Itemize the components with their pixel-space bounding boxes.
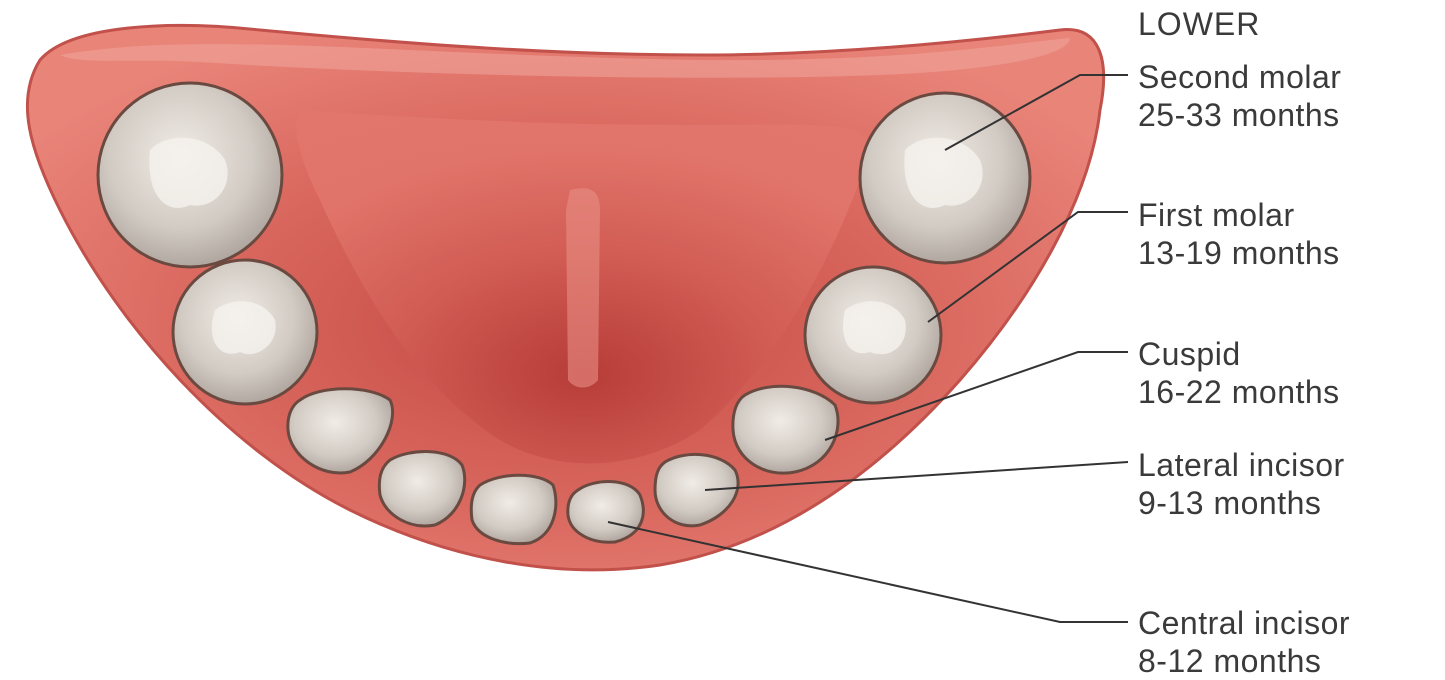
label-first-molar-name: First molar <box>1138 196 1340 234</box>
label-lateral-incisor-age: 9-13 months <box>1138 484 1345 522</box>
tooth-left-second-molar <box>98 83 282 267</box>
frenulum <box>566 188 600 387</box>
label-cuspid: Cuspid 16-22 months <box>1138 335 1340 411</box>
label-lateral-incisor: Lateral incisor 9-13 months <box>1138 446 1345 522</box>
label-lateral-incisor-name: Lateral incisor <box>1138 446 1345 484</box>
label-central-incisor-name: Central incisor <box>1138 604 1350 642</box>
tooth-left-central-incisor <box>471 475 556 543</box>
tooth-right-central-incisor <box>568 482 643 543</box>
tooth-right-second-molar <box>860 93 1030 263</box>
label-central-incisor: Central incisor 8-12 months <box>1138 604 1350 680</box>
tooth-left-lateral-incisor <box>379 452 464 526</box>
label-cuspid-name: Cuspid <box>1138 335 1340 373</box>
label-second-molar-name: Second molar <box>1138 58 1341 96</box>
label-first-molar: First molar 13-19 months <box>1138 196 1340 272</box>
tooth-right-cuspid <box>733 386 838 473</box>
label-cuspid-age: 16-22 months <box>1138 373 1340 411</box>
label-first-molar-age: 13-19 months <box>1138 234 1340 272</box>
diagram-heading: LOWER <box>1138 6 1260 43</box>
label-second-molar: Second molar 25-33 months <box>1138 58 1341 134</box>
tooth-right-first-molar <box>805 267 941 403</box>
label-second-molar-age: 25-33 months <box>1138 96 1341 134</box>
label-central-incisor-age: 8-12 months <box>1138 642 1350 680</box>
tooth-left-first-molar <box>173 260 317 404</box>
